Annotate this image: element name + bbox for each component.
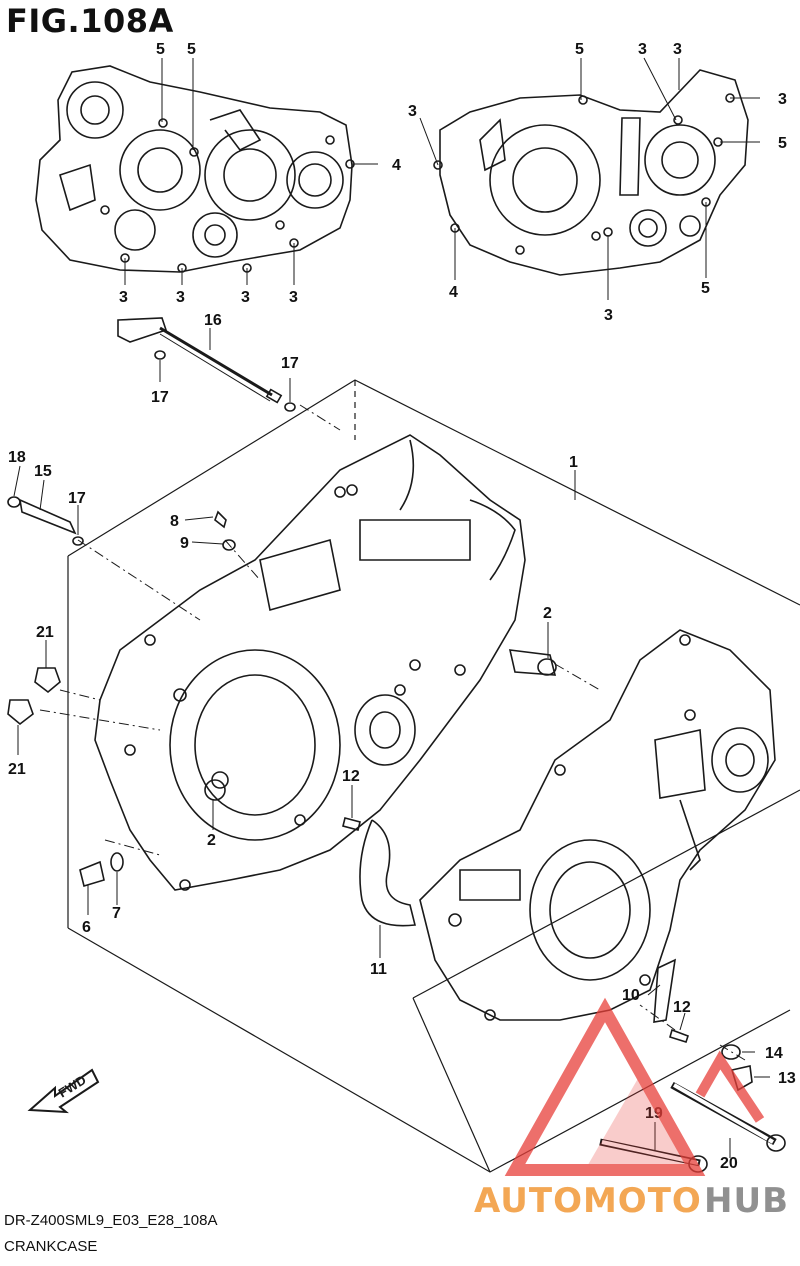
crankcase-left-main — [94, 434, 557, 891]
washer-7 — [110, 852, 124, 872]
screw-12b — [669, 1028, 690, 1043]
o-ring-18 — [7, 496, 21, 508]
callout-5: 5 — [701, 280, 710, 297]
washer-9 — [222, 539, 236, 551]
watermark-text-hub: HUB — [704, 1181, 789, 1221]
screw-12a — [342, 817, 361, 831]
callout-21: 21 — [8, 761, 26, 778]
bolt-8 — [214, 510, 227, 529]
o-ring-17 — [72, 536, 84, 546]
callout-18: 18 — [8, 449, 26, 466]
callout-5: 5 — [778, 135, 787, 152]
callout-3: 3 — [638, 41, 647, 58]
callout-5: 5 — [187, 41, 196, 58]
callout-1: 1 — [569, 454, 578, 471]
callout-11: 11 — [370, 961, 387, 978]
callout-3: 3 — [604, 307, 613, 324]
callout-2: 2 — [207, 832, 216, 849]
alignment-center-lines — [39, 404, 746, 1061]
callout-17: 17 — [68, 490, 86, 507]
callout-12: 12 — [673, 999, 691, 1016]
crankcase-left-half-top-view — [35, 65, 355, 273]
figure-title: FIG.108A — [6, 2, 174, 40]
fwd-direction-arrow: FWD — [27, 1068, 100, 1114]
callout-3: 3 — [241, 289, 250, 306]
callout-20: 20 — [720, 1155, 738, 1172]
crankcase-right-main — [419, 629, 776, 1021]
callout-5: 5 — [156, 41, 165, 58]
callout-4: 4 — [392, 157, 401, 174]
watermark-text-automoto: AUTOMOTO — [474, 1181, 702, 1221]
breather-bracket-11 — [359, 819, 416, 927]
crankcase-right-half-top-view — [433, 69, 749, 276]
automotohub-watermark: AUTOMOTO HUB — [474, 997, 789, 1221]
callout-12: 12 — [342, 768, 360, 785]
pin-15 — [18, 498, 77, 535]
callout-4: 4 — [449, 284, 458, 301]
callout-17: 17 — [151, 389, 169, 406]
callout-3: 3 — [778, 91, 787, 108]
figure-name: CRANKCASE — [4, 1238, 98, 1255]
callout-13: 13 — [778, 1070, 796, 1087]
callout-14: 14 — [765, 1045, 783, 1062]
callout-10: 10 — [622, 987, 640, 1004]
callout-17: 17 — [281, 355, 299, 372]
main-leader-lines — [13, 465, 770, 1158]
callout-7: 7 — [112, 905, 121, 922]
plate-10 — [653, 958, 677, 1023]
callout-3: 3 — [408, 103, 417, 120]
small-parts — [7, 496, 786, 1173]
washer-14 — [721, 1044, 741, 1060]
callout-21: 21 — [36, 624, 54, 641]
callout-2: 2 — [543, 605, 552, 622]
callout-9: 9 — [180, 535, 189, 552]
top-leader-lines — [124, 57, 760, 300]
callout-3: 3 — [673, 41, 682, 58]
figure-code: DR-Z400SML9_E03_E28_108A — [4, 1212, 218, 1229]
callout-numbers: 5 5 4 3 3 3 3 5 3 3 3 3 5 4 3 5 16 17 17… — [8, 41, 796, 1172]
callout-8: 8 — [170, 513, 179, 530]
callout-15: 15 — [34, 463, 52, 480]
assembly-frame — [67, 379, 800, 1173]
nut-21b — [7, 699, 34, 726]
callout-6: 6 — [82, 919, 91, 936]
callout-16: 16 — [204, 312, 222, 329]
callout-5: 5 — [575, 41, 584, 58]
callout-3: 3 — [289, 289, 298, 306]
callout-3: 3 — [176, 289, 185, 306]
oil-pipe-assembly — [117, 317, 296, 412]
callout-3: 3 — [119, 289, 128, 306]
plug-6 — [79, 860, 105, 888]
nut-21a — [34, 667, 61, 694]
